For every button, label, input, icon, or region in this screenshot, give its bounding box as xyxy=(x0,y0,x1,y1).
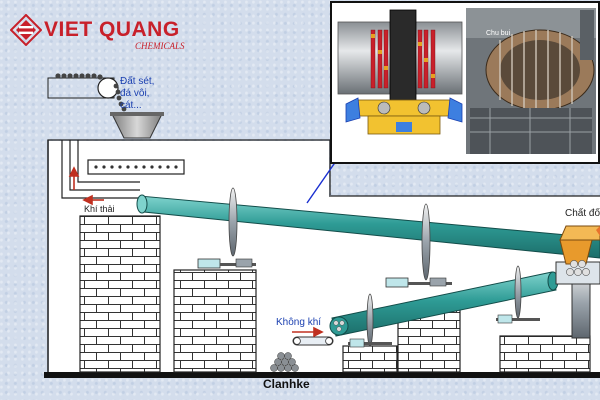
inset-roller-assembly xyxy=(345,97,463,135)
logo-subtitle: CHEMICALS xyxy=(135,41,185,51)
feed-conveyor xyxy=(47,73,127,112)
air-arrow xyxy=(292,326,324,338)
inset-photo-caption: Chu bui xyxy=(486,30,511,37)
clinker-pile xyxy=(270,352,299,372)
clinker-label: Clanhke xyxy=(263,377,310,391)
brick-pillar-left xyxy=(79,215,161,373)
clinker-cooler xyxy=(329,271,559,337)
feed-hopper xyxy=(110,112,164,139)
roller-support-2 xyxy=(385,277,452,288)
brand-logo: VIET QUANG CHEMICALS xyxy=(8,8,188,51)
brick-pillar-mid1 xyxy=(173,269,257,373)
exhaust-arrows xyxy=(68,166,104,206)
air-label: Không khí xyxy=(276,317,322,328)
exhaust-duct xyxy=(61,140,140,199)
exhaust-gas-label: Khí thải xyxy=(84,204,115,214)
preheater-grate-dots xyxy=(94,165,178,169)
inset-kiln-photo xyxy=(466,8,596,154)
feed-material-label: Đất sét, đá vôi, cát... xyxy=(120,76,155,111)
ground-line xyxy=(44,372,600,378)
brick-pillar-low xyxy=(342,345,398,373)
kiln-tyres xyxy=(228,187,431,281)
clinker-conveyor xyxy=(292,336,334,346)
fuel-label: Chất đốt xyxy=(565,208,600,219)
brick-pillar-right xyxy=(499,335,591,373)
roller-support-1 xyxy=(197,258,256,269)
logo-title: VIET QUANG xyxy=(44,18,180,41)
burner-hood xyxy=(555,225,600,339)
cooler-tyres xyxy=(366,265,522,347)
logo-emblem-icon xyxy=(10,14,42,46)
inset-photo-frame xyxy=(330,1,600,164)
cooler-roller-supports xyxy=(348,314,540,348)
rotary-kiln xyxy=(136,194,600,259)
